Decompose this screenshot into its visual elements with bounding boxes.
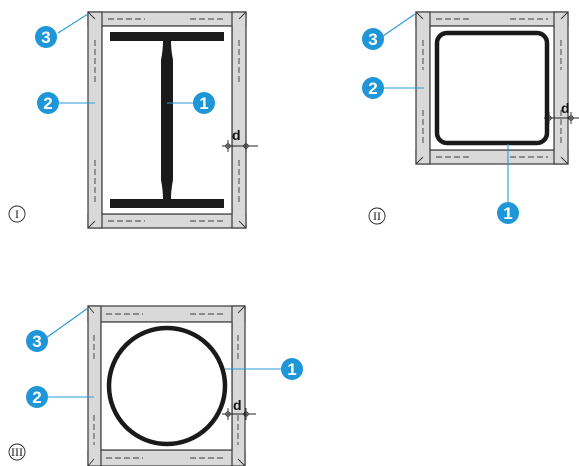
- leader-3-iii: [45, 307, 89, 339]
- i-beam-section: [110, 32, 224, 208]
- svg-text:3: 3: [368, 30, 377, 49]
- svg-text:2: 2: [32, 388, 41, 407]
- callout-3-ii: 3: [362, 28, 384, 50]
- leader-3-ii: [382, 13, 416, 37]
- corner-marks: [415, 11, 569, 165]
- corner-marks: [87, 305, 246, 466]
- svg-text:2: 2: [368, 79, 377, 98]
- svg-text:2: 2: [43, 94, 52, 113]
- figure-i: d 1 2 3 I: [8, 11, 258, 229]
- svg-text:II: II: [373, 209, 381, 223]
- svg-text:1: 1: [287, 360, 296, 379]
- callout-2-ii: 2: [362, 77, 384, 99]
- figure-label-iii: III: [8, 443, 26, 461]
- callout-3-iii: 3: [26, 330, 48, 352]
- callout-1-iii: 1: [281, 358, 303, 380]
- svg-text:1: 1: [503, 204, 512, 223]
- callout-1-i: 1: [193, 92, 215, 114]
- svg-text:III: III: [11, 445, 23, 459]
- figure-iii: d 1 2 3 III: [8, 305, 303, 466]
- callout-2-iii: 2: [26, 386, 48, 408]
- dimension-d-i: d: [222, 127, 258, 152]
- dimension-d-ii: d: [544, 100, 579, 124]
- svg-text:1: 1: [199, 94, 208, 113]
- dimension-d-iii: d: [222, 397, 256, 420]
- corner-marks: [87, 11, 247, 229]
- fixing-lines: [422, 18, 562, 158]
- dimension-label: d: [233, 397, 242, 413]
- figure-label-i: I: [8, 205, 26, 223]
- callout-3-i: 3: [35, 26, 57, 48]
- figure-label-ii: II: [368, 207, 386, 225]
- dimension-label: d: [232, 127, 241, 143]
- cavity: [100, 321, 233, 451]
- cavity: [429, 25, 555, 151]
- dimension-label: d: [561, 100, 570, 116]
- svg-text:3: 3: [41, 28, 50, 47]
- callout-2-i: 2: [37, 92, 59, 114]
- circular-hollow-section: [106, 325, 228, 447]
- leader-3-i: [57, 13, 89, 34]
- square-hollow-section: [434, 30, 550, 146]
- cladding-board-left: [87, 305, 102, 466]
- svg-text:3: 3: [32, 332, 41, 351]
- cladding-board-right: [231, 305, 246, 466]
- callout-1-ii: 1: [497, 202, 519, 224]
- svg-text:I: I: [15, 207, 19, 221]
- fixing-lines: [93, 313, 239, 459]
- fixing-lines: [94, 18, 240, 222]
- figure-ii: d 1 2 3 II: [362, 11, 579, 225]
